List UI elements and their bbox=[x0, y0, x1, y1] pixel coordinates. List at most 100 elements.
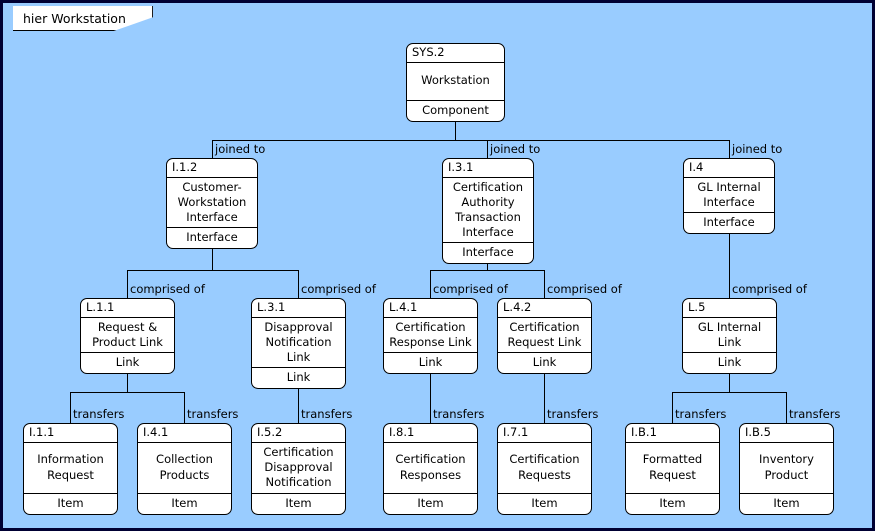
node-l11-id: L.1.1 bbox=[81, 299, 174, 318]
node-i52-type: Item bbox=[252, 492, 345, 515]
node-i12-id: I.1.2 bbox=[167, 159, 257, 178]
node-ib1-type: Item bbox=[626, 492, 719, 515]
edge-line-to-l41 bbox=[430, 270, 431, 298]
edge-line-to-i11 bbox=[70, 392, 71, 423]
node-sys2-id: SYS.2 bbox=[407, 44, 504, 63]
node-l11[interactable]: L.1.1 Request &Product Link Link bbox=[80, 298, 175, 374]
node-ib5-id: I.B.5 bbox=[740, 424, 833, 443]
node-l42-id: L.4.2 bbox=[498, 299, 591, 318]
edge-line-l42-to-i71 bbox=[544, 373, 545, 423]
node-i4-type: Interface bbox=[684, 211, 774, 233]
node-i52-id: I.5.2 bbox=[252, 424, 345, 443]
node-l5-type: Link bbox=[683, 351, 776, 373]
node-sys2-type: Component bbox=[407, 99, 504, 122]
edge-line-i31-bus bbox=[430, 270, 544, 271]
edge-label-comprised-of-4: comprised of bbox=[547, 282, 622, 296]
node-i4-id: I.4 bbox=[684, 159, 774, 178]
edge-label-comprised-of-3: comprised of bbox=[433, 282, 508, 296]
edge-label-transfers-3: transfers bbox=[301, 407, 353, 421]
edge-label-transfers-6: transfers bbox=[675, 407, 727, 421]
node-i31-type: Interface bbox=[443, 242, 533, 263]
edge-line-to-i41 bbox=[184, 392, 185, 423]
node-l11-name: Request &Product Link bbox=[92, 319, 163, 349]
edge-line-l31-to-i52 bbox=[298, 388, 299, 423]
node-i11-id: I.1.1 bbox=[24, 424, 117, 443]
node-sys2[interactable]: SYS.2 Workstation Component bbox=[406, 43, 505, 122]
node-l41-type: Link bbox=[384, 351, 477, 373]
node-ib1-id: I.B.1 bbox=[626, 424, 719, 443]
edge-label-transfers-2: transfers bbox=[187, 407, 239, 421]
node-l31-id: L.3.1 bbox=[252, 299, 345, 318]
edge-line-i12-bus bbox=[127, 270, 298, 271]
edge-line-to-l42 bbox=[544, 270, 545, 298]
node-l11-type: Link bbox=[81, 351, 174, 373]
node-sys2-name: Workstation bbox=[421, 73, 490, 88]
edge-label-comprised-of-2: comprised of bbox=[301, 282, 376, 296]
node-i41-type: Item bbox=[138, 492, 231, 515]
node-l5-id: L.5 bbox=[683, 299, 776, 318]
edge-line-to-l11 bbox=[127, 270, 128, 298]
diagram-title-tab[interactable]: hier Workstation bbox=[13, 6, 153, 31]
node-i81-type: Item bbox=[384, 492, 477, 515]
edge-line-level1-bus bbox=[212, 140, 729, 141]
edge-label-transfers-4: transfers bbox=[433, 407, 485, 421]
edge-line-to-i4 bbox=[729, 140, 730, 158]
diagram-title-label: hier Workstation bbox=[23, 10, 126, 26]
edge-label-comprised-of-5: comprised of bbox=[732, 282, 807, 296]
node-i11-type: Item bbox=[24, 492, 117, 515]
edge-label-joined-to-2: joined to bbox=[490, 142, 541, 156]
edge-label-joined-to-1: joined to bbox=[215, 142, 266, 156]
edge-line-to-ib1 bbox=[672, 392, 673, 423]
edge-line-to-ib5 bbox=[786, 392, 787, 423]
edge-line-l41-to-i81 bbox=[430, 373, 431, 423]
edge-label-transfers-7: transfers bbox=[789, 407, 841, 421]
edge-line-i12-stem bbox=[212, 248, 213, 270]
edge-line-l5-bus bbox=[672, 392, 786, 393]
node-i81-id: I.8.1 bbox=[384, 424, 477, 443]
edge-line-to-i31 bbox=[487, 140, 488, 158]
node-l31-type: Link bbox=[252, 367, 345, 388]
edge-line-i4-to-l5 bbox=[729, 233, 730, 298]
node-i41-id: I.4.1 bbox=[138, 424, 231, 443]
edge-label-joined-to-3: joined to bbox=[732, 142, 783, 156]
edge-line-l5-stem bbox=[729, 373, 730, 392]
edge-line-l11-bus bbox=[70, 392, 184, 393]
node-i31-id: I.3.1 bbox=[443, 159, 533, 178]
node-i71-type: Item bbox=[498, 492, 591, 515]
edge-line-sys2-stem bbox=[455, 121, 456, 140]
edge-line-to-i12 bbox=[212, 140, 213, 158]
edge-line-i31-stem bbox=[487, 263, 488, 270]
node-l41-id: L.4.1 bbox=[384, 299, 477, 318]
node-l42-type: Link bbox=[498, 351, 591, 373]
node-i12-type: Interface bbox=[167, 227, 257, 248]
